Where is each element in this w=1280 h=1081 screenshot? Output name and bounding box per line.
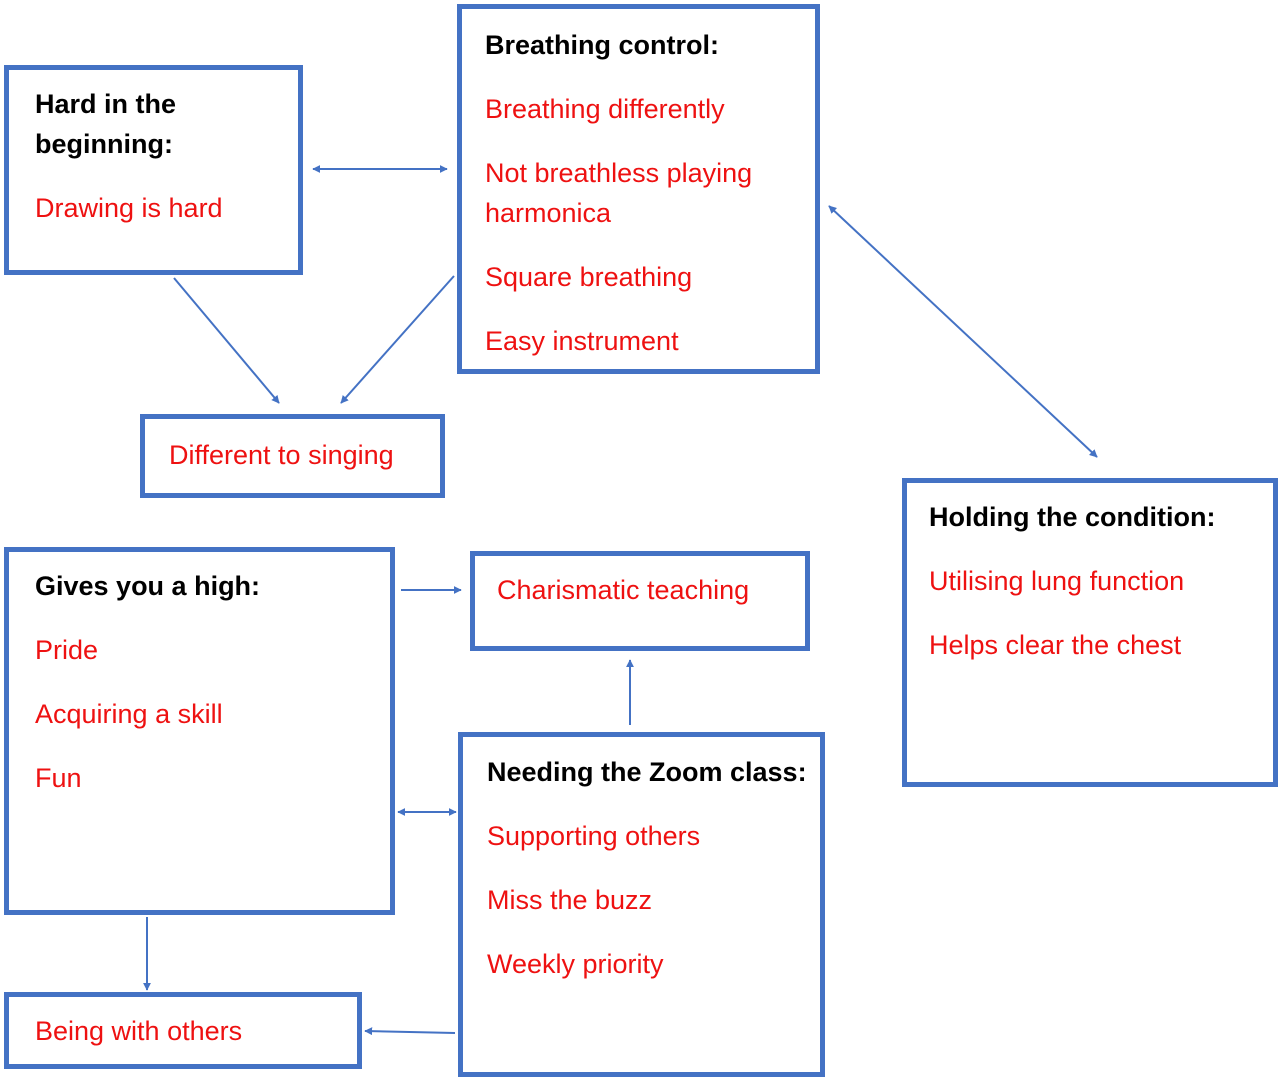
arrow-zoom-to-being xyxy=(364,1027,456,1036)
item-weekly-priority: Weekly priority xyxy=(487,949,664,979)
heading-hard-in-the-beginning-line1: Hard in the xyxy=(35,89,177,119)
heading-breathing-control: Breathing control: xyxy=(485,30,719,60)
arrow-hard-to-singing xyxy=(173,277,280,404)
item-square-breathing: Square breathing xyxy=(485,262,693,292)
box-hard-in-the-beginning: Hard in the beginning: Drawing is hard xyxy=(4,65,303,275)
item-acquiring-a-skill: Acquiring a skill xyxy=(35,699,223,729)
item-miss-the-buzz: Miss the buzz xyxy=(487,885,653,915)
heading-hard-in-the-beginning-line2: beginning: xyxy=(35,129,173,159)
item-not-breathless-line1: Not breathless playing xyxy=(485,158,753,188)
box-being-with-others: Being with others xyxy=(4,992,362,1069)
item-not-breathless-line2: harmonica xyxy=(485,198,612,228)
box-needing-the-zoom-class: Needing the Zoom class: Supporting other… xyxy=(458,732,825,1077)
arrow-breathing-to-holding xyxy=(828,205,1098,458)
item-supporting-others: Supporting others xyxy=(487,821,701,851)
box-different-to-singing: Different to singing xyxy=(140,414,445,498)
item-different-to-singing: Different to singing xyxy=(169,440,394,470)
item-pride: Pride xyxy=(35,635,99,665)
heading-holding-the-condition: Holding the condition: xyxy=(929,502,1216,532)
arrow-breathing-to-singing xyxy=(340,275,455,404)
item-charismatic-teaching: Charismatic teaching xyxy=(497,575,750,605)
box-charismatic-teaching: Charismatic teaching xyxy=(470,551,810,651)
item-being-with-others: Being with others xyxy=(35,1016,243,1046)
item-easy-instrument: Easy instrument xyxy=(485,326,679,356)
box-breathing-control: Breathing control: Breathing differently… xyxy=(457,4,820,374)
box-gives-you-a-high: Gives you a high: Pride Acquiring a skil… xyxy=(4,547,395,915)
item-helps-clear-the-chest: Helps clear the chest xyxy=(929,630,1182,660)
heading-needing-the-zoom-class: Needing the Zoom class: xyxy=(487,757,807,787)
item-drawing-is-hard: Drawing is hard xyxy=(35,193,223,223)
item-breathing-differently: Breathing differently xyxy=(485,94,725,124)
box-holding-the-condition: Holding the condition: Utilising lung fu… xyxy=(902,478,1278,787)
item-fun: Fun xyxy=(35,763,82,793)
heading-gives-you-a-high: Gives you a high: xyxy=(35,571,261,601)
item-utilising-lung-function: Utilising lung function xyxy=(929,566,1185,596)
